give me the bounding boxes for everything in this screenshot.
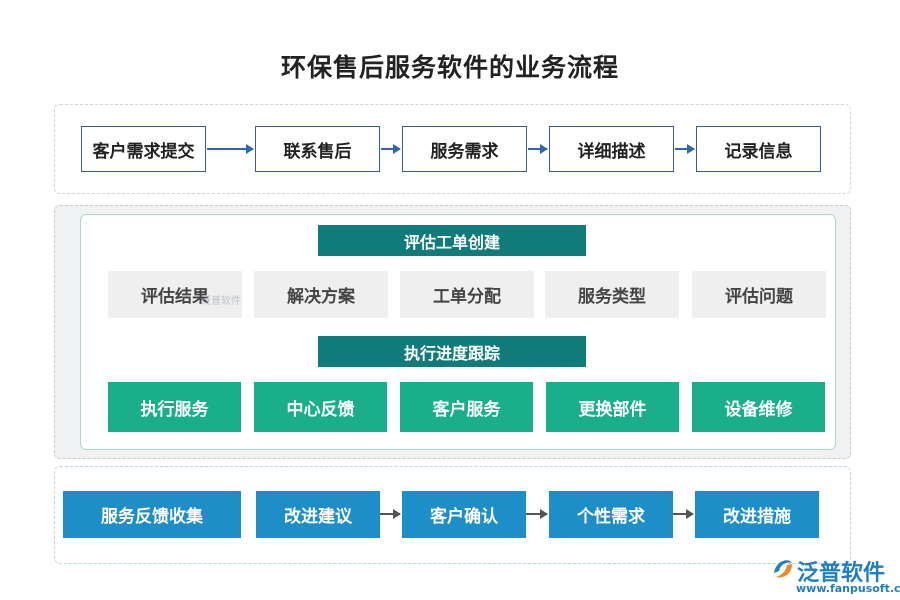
top-arrow-4	[675, 144, 695, 154]
bottom-step-2: 改进建议	[256, 491, 380, 538]
top-step-3: 服务需求	[402, 126, 527, 172]
execution-item-3: 客户服务	[400, 382, 533, 432]
brand-logo: 泛普软件 www.fanpusoft.com	[770, 553, 900, 597]
bottom-arrow-2	[526, 509, 548, 519]
execution-item-5: 设备维修	[692, 382, 825, 432]
top-step-2: 联系售后	[255, 126, 380, 172]
bottom-step-3: 客户确认	[402, 491, 526, 538]
inline-watermark: 泛普软件	[201, 296, 241, 307]
assessment-item-3: 工单分配	[400, 271, 534, 318]
top-step-4: 详细描述	[549, 126, 674, 172]
top-step-1: 客户需求提交	[81, 126, 206, 172]
bottom-step-5: 改进措施	[695, 491, 819, 538]
bottom-step-1: 服务反馈收集	[63, 491, 241, 538]
top-arrow-1	[207, 144, 254, 154]
top-arrow-2	[381, 144, 401, 154]
logo-text: 泛普软件	[797, 561, 886, 586]
section-header-assessment: 评估工单创建	[318, 225, 586, 256]
diagram-title: 环保售后服务软件的业务流程	[280, 53, 619, 82]
section-header-execution: 执行进度跟踪	[318, 336, 586, 367]
bottom-arrow-3	[673, 509, 694, 519]
logo-swirl-icon	[774, 560, 792, 578]
assessment-item-2: 解决方案	[254, 271, 388, 318]
top-step-5: 记录信息	[696, 126, 821, 172]
execution-item-4: 更换部件	[546, 382, 679, 432]
execution-item-1: 执行服务	[108, 382, 241, 432]
assessment-item-1: 评估结果	[108, 271, 242, 318]
assessment-item-4: 服务类型	[545, 271, 679, 318]
execution-item-2: 中心反馈	[254, 382, 387, 432]
assessment-item-5: 评估问题	[692, 271, 826, 318]
logo-url: www.fanpusoft.com	[796, 582, 900, 595]
top-arrow-3	[528, 144, 548, 154]
bottom-step-4: 个性需求	[549, 491, 673, 538]
bottom-arrow-1	[380, 509, 401, 519]
